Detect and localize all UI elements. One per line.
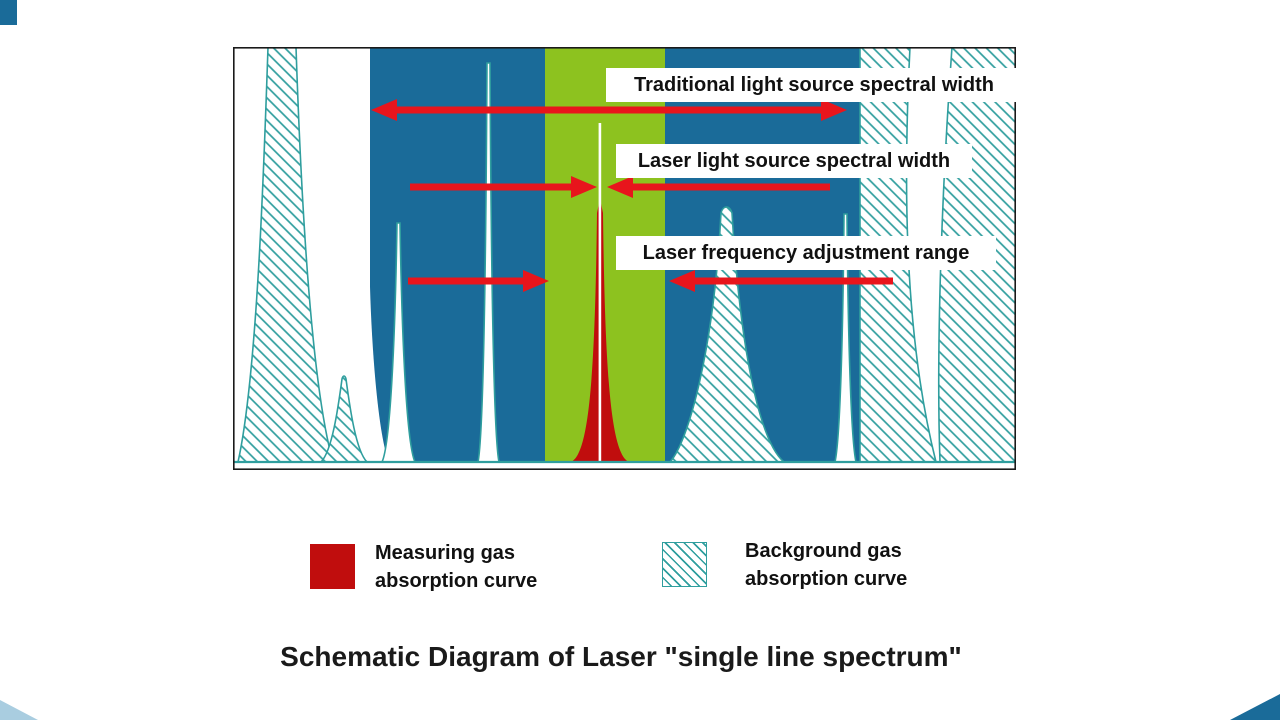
background-gas-peak-left bbox=[237, 47, 335, 463]
absorption-notch-3 bbox=[834, 213, 857, 463]
corner-decoration-bottom-left bbox=[0, 700, 38, 720]
measuring-gas-swatch bbox=[310, 544, 355, 589]
background-gas-label: Background gas absorption curve bbox=[745, 537, 907, 593]
background-gas-label-line1: Background gas bbox=[745, 540, 902, 562]
annotation-adjustment-range: Laser frequency adjustment range bbox=[616, 236, 996, 270]
annotation-laser-width: Laser light source spectral width bbox=[616, 144, 972, 178]
measuring-gas-label-line1: Measuring gas bbox=[375, 542, 516, 564]
background-gas-peak-mid bbox=[668, 206, 787, 463]
background-gas-swatch bbox=[662, 542, 707, 587]
plot-border bbox=[233, 47, 1016, 470]
measuring-gas-label: Measuring gas absorption curve bbox=[375, 539, 537, 595]
diagram-title: Schematic Diagram of Laser "single line … bbox=[280, 641, 962, 672]
corner-decoration-bottom-right bbox=[1230, 694, 1280, 720]
measuring-gas-label-line2: absorption curve bbox=[375, 570, 538, 592]
annotation-traditional-width: Traditional light source spectral width bbox=[606, 68, 1022, 102]
traditional-width-arrow bbox=[371, 99, 847, 121]
laser-width-arrows bbox=[410, 176, 830, 198]
absorption-notch-2 bbox=[477, 62, 500, 463]
adjustment-range-arrows bbox=[408, 270, 893, 292]
background-gas-label-line2: absorption curve bbox=[745, 568, 908, 590]
laser-line bbox=[598, 123, 602, 462]
corner-decoration-top-left bbox=[0, 0, 17, 25]
background-gas-peak-small bbox=[319, 375, 369, 463]
absorption-notch-1 bbox=[380, 222, 417, 463]
